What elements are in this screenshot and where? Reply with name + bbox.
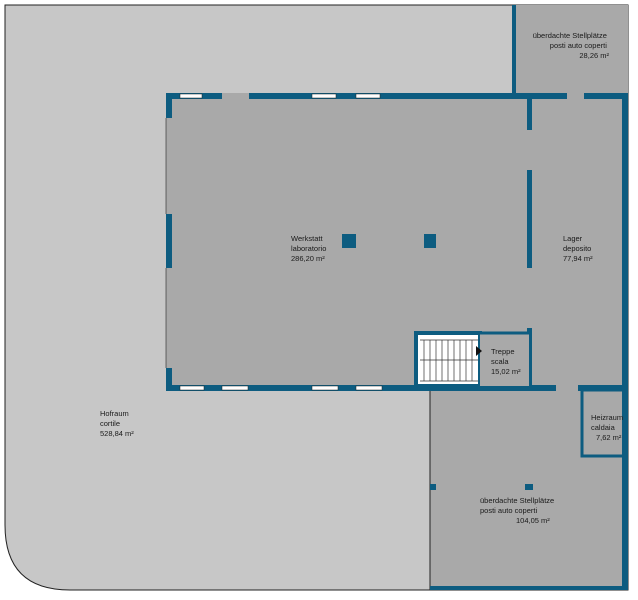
room-label-stairs: Treppe scala 15,02 m² [491,347,521,376]
room-label-carport-bottom: überdachte Stellplätze posti auto copert… [480,496,556,525]
staircase [414,331,529,388]
stair-arrow-icon [476,346,482,356]
room-label-carport-top: überdachte Stellplätze posti auto copert… [533,31,610,60]
windows [179,93,383,391]
building-walls [166,93,628,590]
room-label-courtyard: Hofraum cortile 528,84 m² [100,409,134,438]
carport-top-area [514,5,628,93]
door-openings [166,93,584,391]
storage-area [531,97,625,388]
room-label-storage: Lager deposito 77,94 m² [563,234,593,263]
room-label-workshop: Werkstatt laboratorio 286,20 m² [291,234,329,263]
room-label-boiler-room: Heizraum caldaia 7,62 m² [591,413,625,442]
columns [342,234,533,490]
